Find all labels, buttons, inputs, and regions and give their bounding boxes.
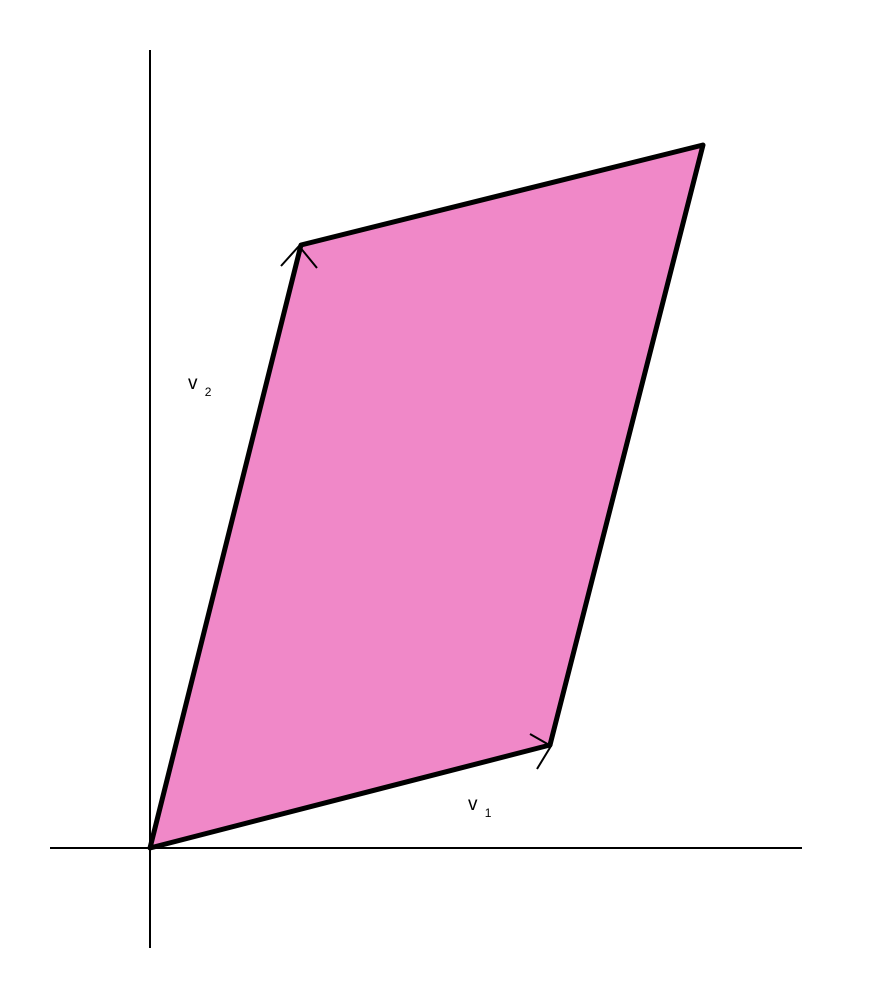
v2-label-subscript: 2: [205, 385, 212, 399]
v1-arrowhead: [529, 733, 553, 770]
v2-arrowhead: [280, 244, 318, 269]
v2-label: v 2: [188, 373, 212, 399]
v2-label-base: v: [188, 373, 198, 394]
parallelogram-region: [147, 142, 706, 851]
v1-label: v 1: [468, 794, 492, 820]
v1-label-subscript: 1: [485, 806, 492, 820]
v1-label-base: v: [468, 794, 478, 815]
